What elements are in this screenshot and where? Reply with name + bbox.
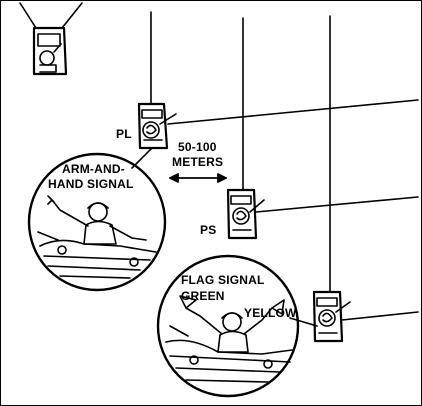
rear-right-line [341,311,419,321]
distance-label-line2: METERS [172,155,224,169]
lead-vehicle-icon [19,2,83,76]
distance-arrow [169,173,227,183]
pl-vehicle-icon [137,102,177,150]
arm-signal-title-line2: HAND SIGNAL [48,177,134,191]
pl-right-line [167,99,419,125]
ps-vehicle-icon [226,188,265,240]
ps-label: PS [200,223,217,237]
flag-signal-title: FLAG SIGNAL [181,273,265,287]
distance-label-line1: 50-100 [178,140,217,154]
arm-signal-title-line1: ARM-AND- [62,162,125,176]
ps-right-line [255,196,419,213]
flag-signal-yellow: YELLOW [244,306,297,320]
rear-vehicle-icon [312,290,351,343]
flag-signal-inset [156,254,300,398]
flag-signal-green: GREEN [181,289,225,303]
pl-label: PL [116,127,132,141]
arm-signal-inset [27,152,167,292]
flag-circle-connector [289,317,318,327]
